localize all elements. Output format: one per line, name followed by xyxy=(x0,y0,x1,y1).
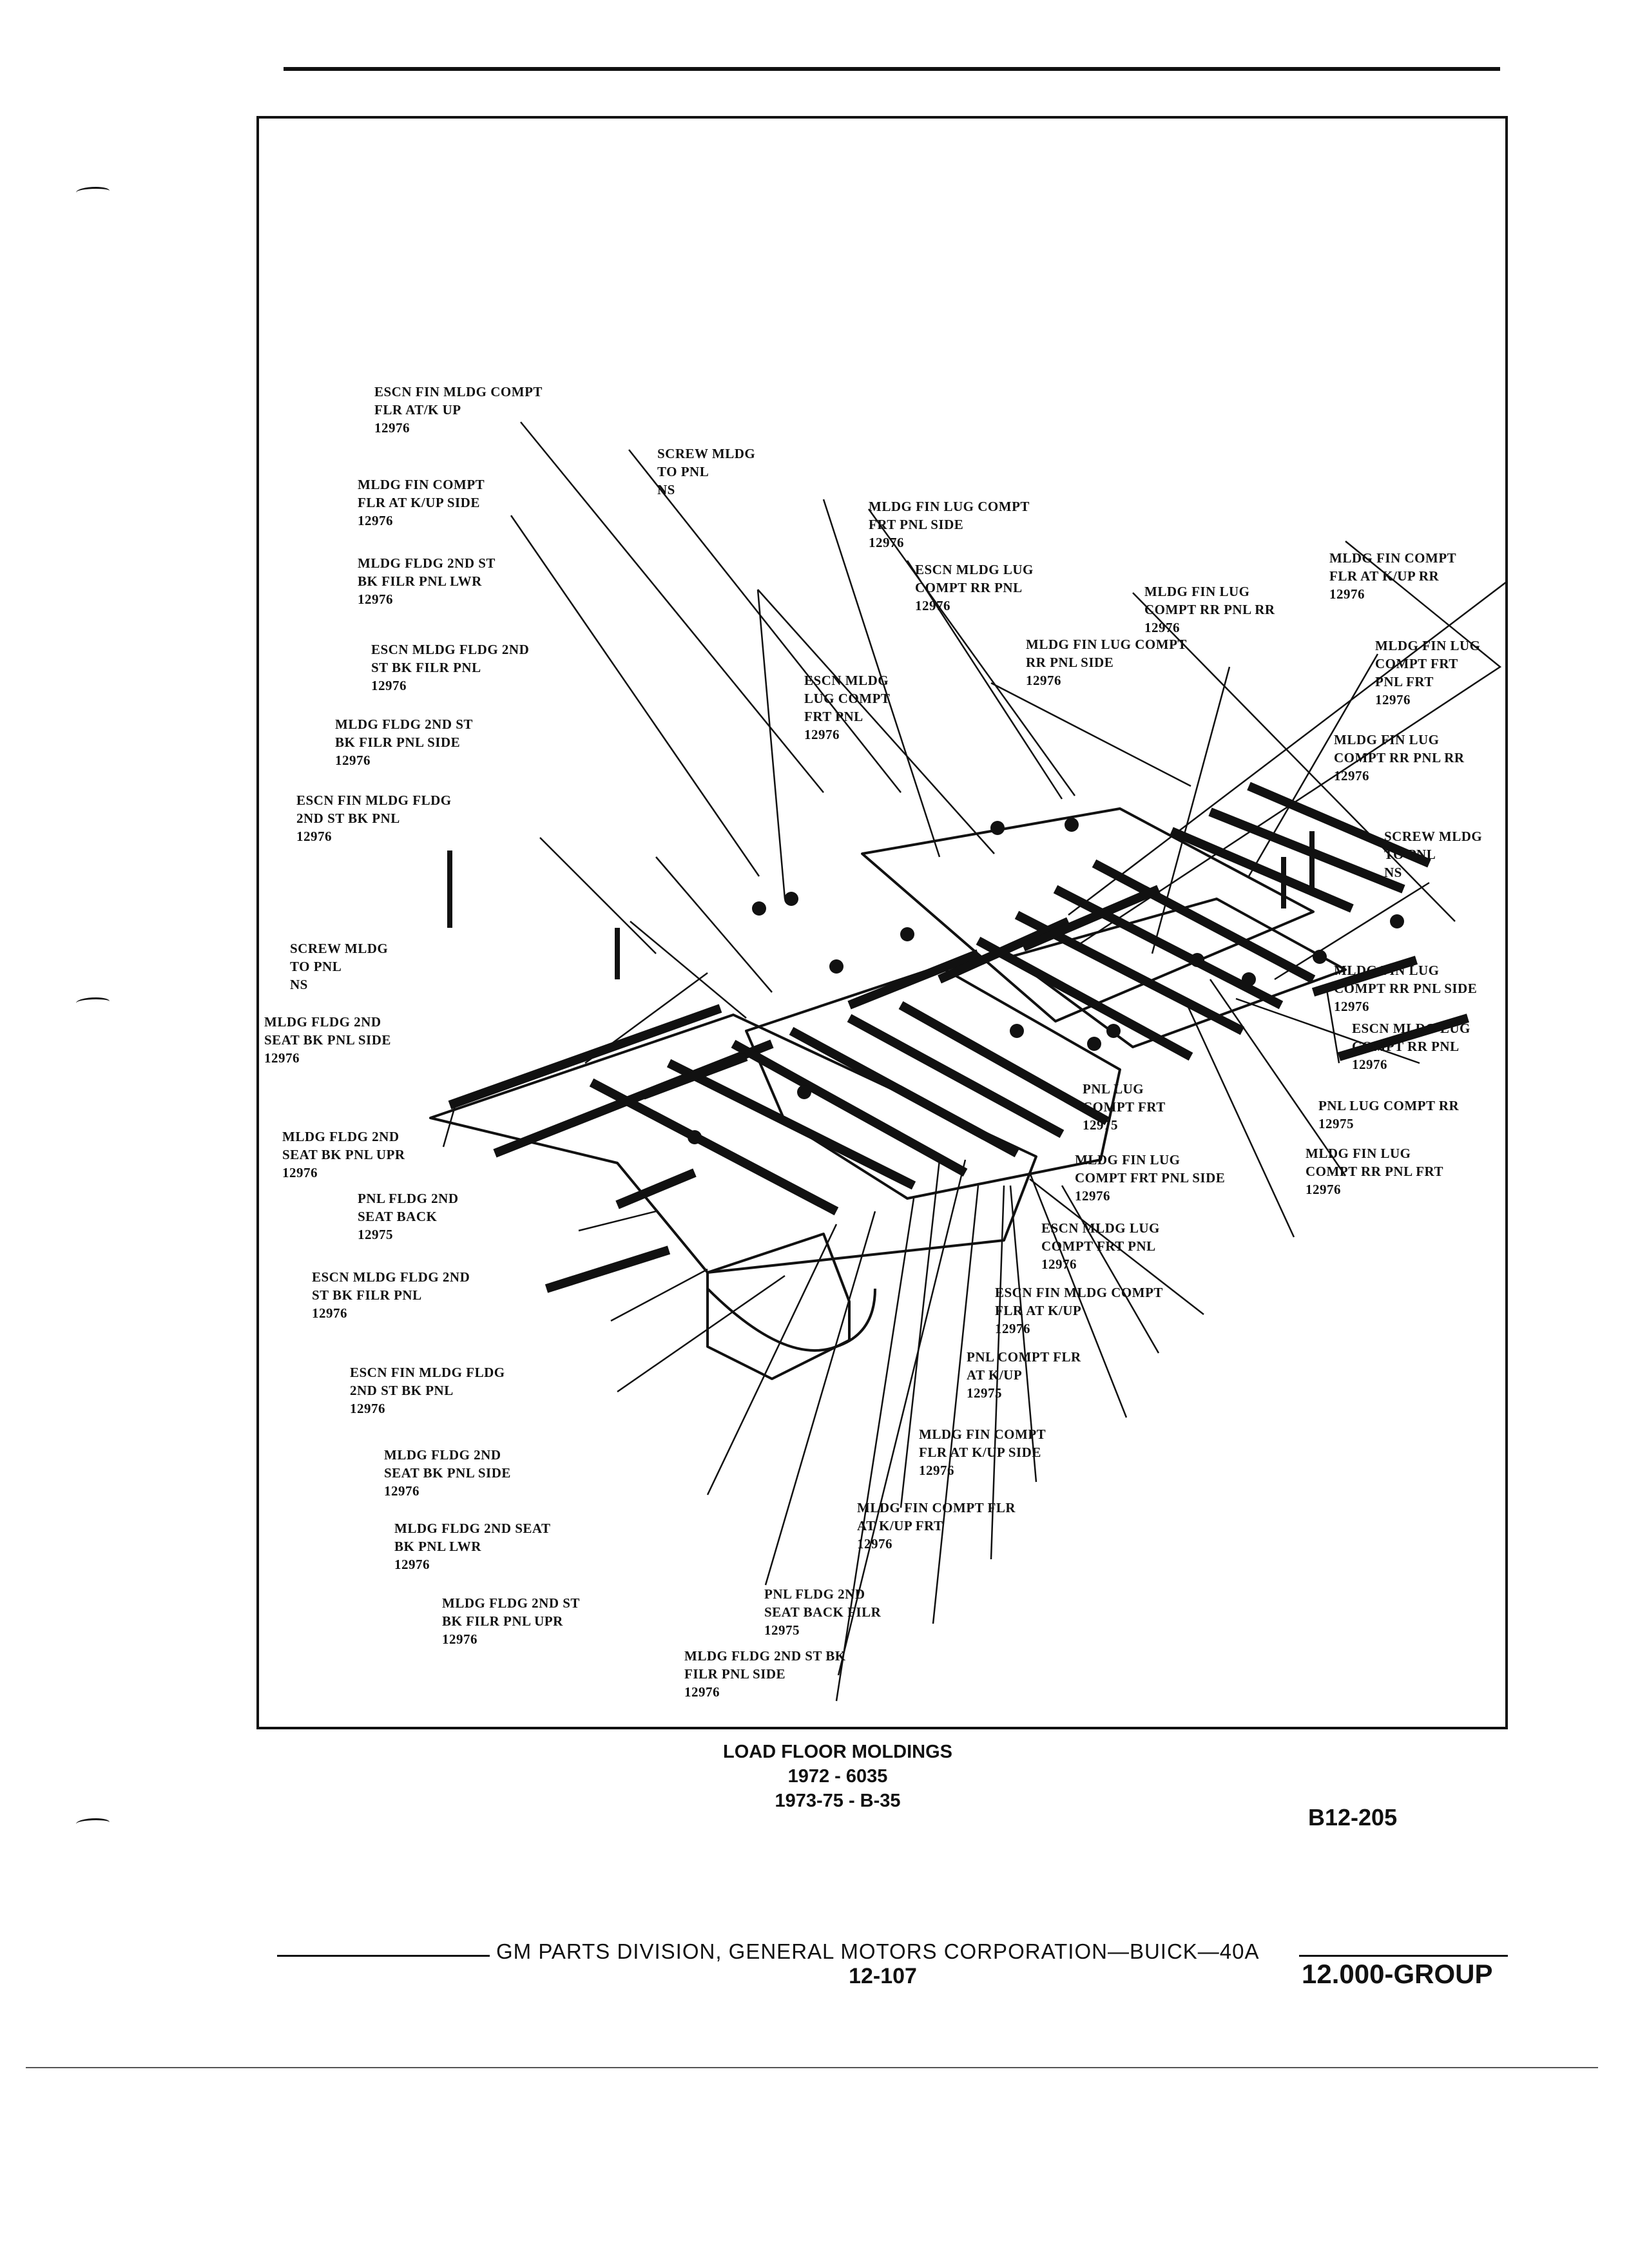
binder-mark xyxy=(76,187,110,197)
panel-filler-curve xyxy=(706,1287,876,1352)
footer-rule-left xyxy=(277,1955,490,1957)
footer-rule-right xyxy=(1299,1955,1508,1957)
caption-line-2: 1972 - 6035 xyxy=(787,1766,888,1787)
panel-lug-compt-rr xyxy=(861,807,1315,1023)
panel-fldg-seat-back xyxy=(429,1014,1037,1274)
footer-page-number: 12-107 xyxy=(849,1964,917,1988)
bottom-edge-rule xyxy=(26,2067,1598,2068)
footer-group: 12.000-GROUP xyxy=(1302,1959,1493,1989)
figure-number: B12-205 xyxy=(1308,1804,1398,1831)
caption-line-3: 1973-75 - B-35 xyxy=(775,1791,901,1811)
binder-mark xyxy=(76,997,110,1007)
diagram-frame xyxy=(256,116,1508,1729)
top-rule xyxy=(284,67,1500,71)
caption-title: LOAD FLOOR MOLDINGS xyxy=(722,1742,953,1762)
panel-lug-compt-frt xyxy=(1009,898,1347,1048)
footer-publisher: GM PARTS DIVISION, GENERAL MOTORS CORPOR… xyxy=(496,1939,1260,1963)
panel-seat-back-filr xyxy=(706,1233,851,1380)
figure-caption: LOAD FLOOR MOLDINGS 1972 - 6035 1973-75 … xyxy=(696,1740,979,1813)
binder-mark xyxy=(76,1818,110,1828)
exploded-diagram xyxy=(429,421,1508,1702)
